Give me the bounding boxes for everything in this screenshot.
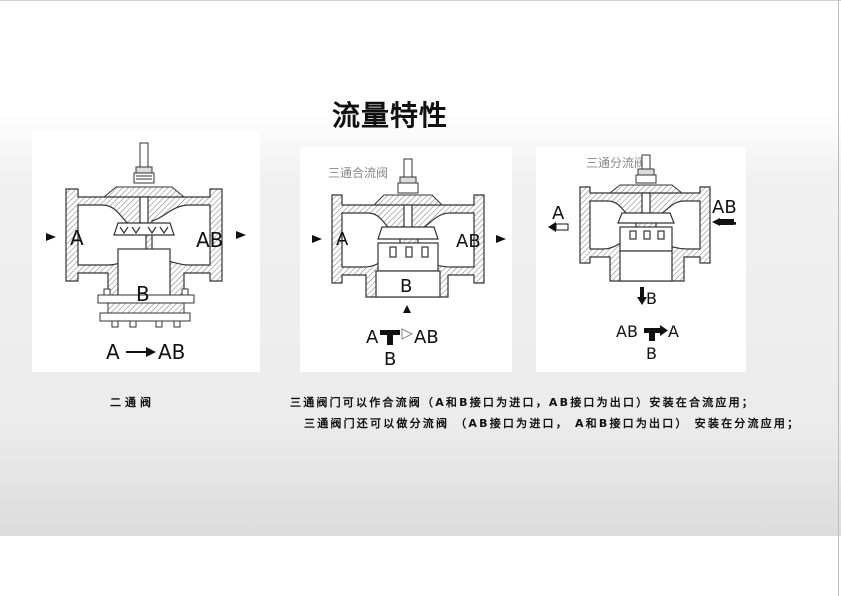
port-ab-label: AB: [196, 228, 223, 252]
port-ab-label: AB: [712, 197, 737, 218]
flow-arrow-icon: [126, 347, 156, 357]
valve-bonnet: [102, 186, 186, 198]
flow-b-label: B: [646, 344, 657, 363]
port-ab-label: AB: [456, 231, 481, 252]
outlet-arrow-icon: [496, 235, 506, 243]
inlet-arrow-icon: [312, 235, 322, 243]
port-a-label: A: [552, 203, 565, 224]
port-a-label: A: [70, 226, 84, 250]
caption-two-way-valve: 二通阀: [110, 396, 155, 409]
valve-body: [579, 186, 711, 282]
inlet-b-arrow-icon: [403, 305, 411, 313]
inlet-arrow-icon: [46, 233, 56, 241]
valve-actuator: [397, 158, 419, 194]
valve-body: [331, 194, 485, 298]
caption-mixing-valve: 三通阀门可以作合流阀（A和B接口为进口，AB接口为出口）安装在合流应用；: [290, 396, 755, 409]
valve-bonnet: [372, 194, 444, 206]
valve-bonnet: [608, 184, 684, 194]
mixing-tee-icon: [380, 328, 414, 345]
port-b-label: B: [400, 276, 412, 297]
diagram-subtitle: 三通分流阀: [586, 156, 646, 170]
inlet-ab-arrow-icon: [712, 218, 736, 226]
diverting-valve-diagram: 三通分流阀 A AB B AB A B: [536, 147, 746, 372]
outlet-a-arrow-icon: [548, 222, 569, 232]
flow-to-label: AB: [158, 340, 185, 364]
mixing-valve-diagram: 三通合流阀 A AB B A AB B: [300, 147, 512, 372]
flow-a-label: A: [366, 327, 379, 348]
diagram-subtitle: 三通合流阀: [328, 165, 388, 180]
flow-from-label: A: [106, 340, 120, 364]
flow-b-label: B: [384, 349, 396, 370]
two-way-valve-diagram: A AB B A AB: [32, 131, 260, 372]
port-b-label: B: [136, 282, 150, 306]
port-b-label: B: [646, 289, 657, 308]
bottom-flange: [97, 288, 195, 328]
diverting-tee-icon: [644, 325, 668, 341]
caption-diverting-valve: 三通阀门还可以做分流阀 （AB接口为进口， A和B接口为出口） 安装在分流应用；: [304, 417, 801, 430]
outlet-arrow-icon: [236, 231, 246, 239]
outlet-b-arrow-icon: [637, 287, 647, 305]
right-border: [838, 0, 839, 596]
valve-actuator: [133, 142, 155, 184]
valve-body: [65, 188, 223, 304]
port-a-label: A: [336, 229, 349, 250]
flow-a-label: A: [668, 322, 679, 341]
valve-actuator: [635, 154, 657, 184]
top-border: [0, 0, 841, 1]
flow-ab-label: AB: [414, 327, 439, 348]
flow-ab-label: AB: [616, 322, 638, 341]
page-title: 流量特性: [331, 99, 448, 132]
